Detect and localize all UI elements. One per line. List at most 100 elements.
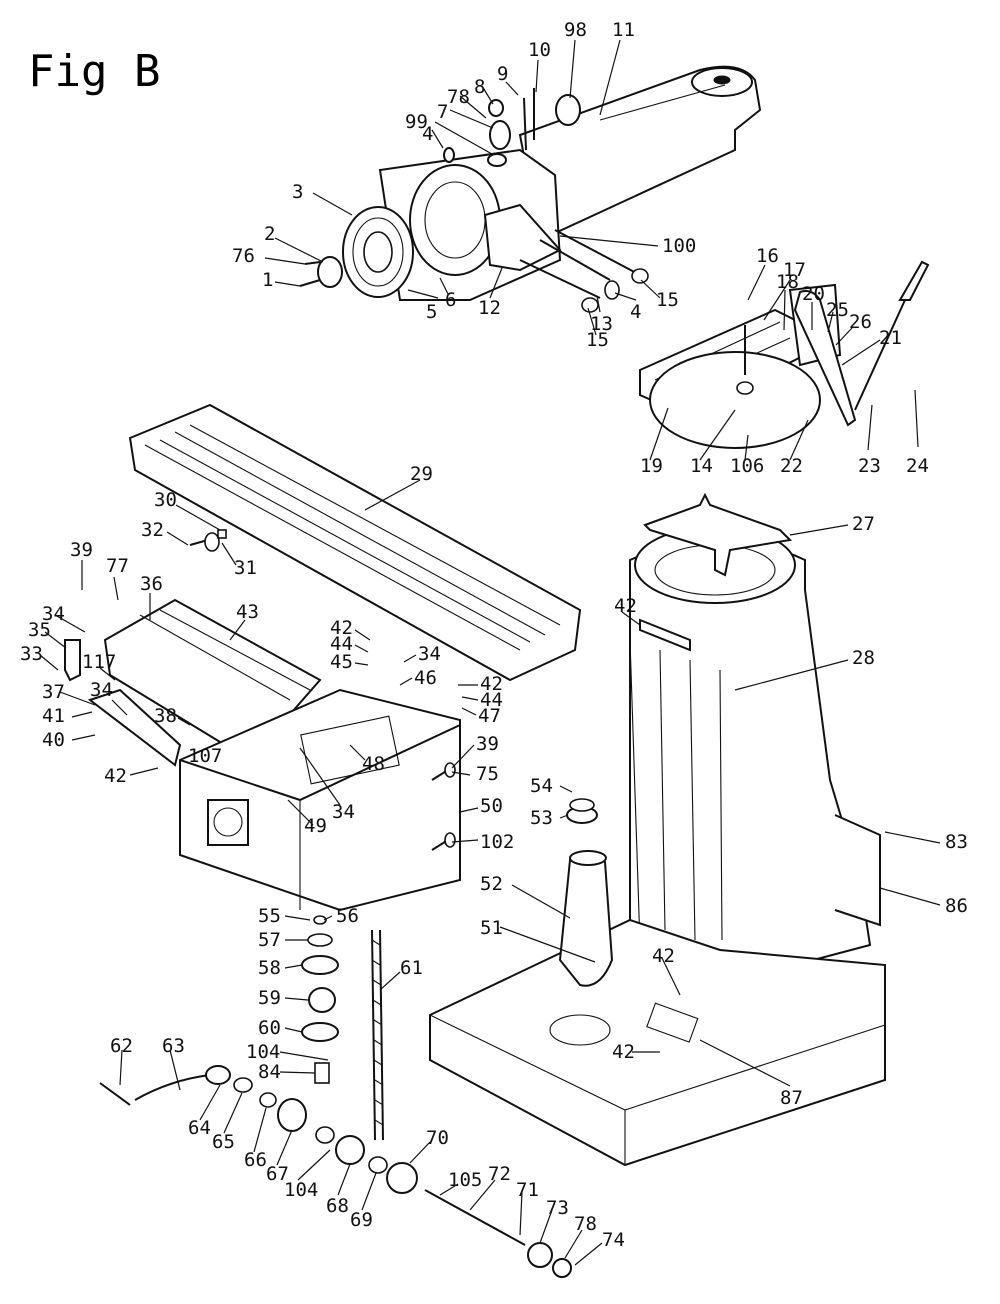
- part-label: 26: [849, 311, 872, 333]
- part-label: 15: [656, 289, 679, 311]
- part-label: 9: [497, 63, 508, 85]
- part-label: 23: [858, 455, 881, 477]
- part-label: 27: [852, 513, 875, 535]
- part-label: 74: [602, 1229, 625, 1251]
- part-label: 16: [756, 245, 779, 267]
- part-label: 42: [480, 673, 503, 695]
- part-label: 106: [730, 455, 764, 477]
- part-label: 15: [586, 329, 609, 351]
- part-label: 8: [474, 76, 485, 98]
- part-label: 75: [476, 763, 499, 785]
- part-label: 22: [780, 455, 803, 477]
- part-label: 40: [42, 729, 65, 751]
- table: [128, 403, 582, 682]
- part-label: 67: [266, 1163, 289, 1185]
- part-label: 19: [640, 455, 663, 477]
- part-label: 48: [362, 753, 385, 775]
- part-label: 42: [612, 1041, 635, 1063]
- part-label: 39: [476, 733, 499, 755]
- part-label: 55: [258, 905, 281, 927]
- part-label: 59: [258, 987, 281, 1009]
- part-label: 35: [28, 619, 51, 641]
- part-label: 30: [154, 489, 177, 511]
- part-label: 71: [516, 1179, 539, 1201]
- elevating-screw-stack: [301, 915, 384, 1141]
- part-label: 73: [546, 1197, 569, 1219]
- part-label: 34: [90, 679, 113, 701]
- part-label: 31: [234, 557, 257, 579]
- part-label: 28: [852, 647, 875, 669]
- part-label: 77: [106, 555, 129, 577]
- part-label: 17: [783, 259, 806, 281]
- part-label: 105: [448, 1169, 482, 1191]
- column: [629, 492, 872, 992]
- part-label: 21: [879, 327, 902, 349]
- part-label: 84: [258, 1061, 281, 1083]
- part-label: 4: [630, 301, 641, 323]
- part-label: 62: [110, 1035, 133, 1057]
- part-label: 78: [574, 1213, 597, 1235]
- part-label: 86: [945, 895, 968, 917]
- part-label: 100: [662, 235, 696, 257]
- part-label: 87: [780, 1087, 803, 1109]
- part-label: 2: [264, 223, 275, 245]
- part-label: 42: [330, 617, 353, 639]
- part-label: 57: [258, 929, 281, 951]
- part-label: 11: [612, 19, 635, 41]
- part-label: 38: [154, 705, 177, 727]
- part-labels: 98 11 10 9 8 78 7 99 4 3 2 76 1 5 6 12 1…: [20, 19, 968, 1251]
- part-label: 63: [162, 1035, 185, 1057]
- part-label: 10: [528, 39, 551, 61]
- part-label: 20: [802, 283, 825, 305]
- part-label: 107: [188, 745, 222, 767]
- part-label: 1: [262, 269, 273, 291]
- part-label: 45: [330, 651, 353, 673]
- part-label: 68: [326, 1195, 349, 1217]
- part-label: 51: [480, 917, 503, 939]
- part-label: 65: [212, 1131, 235, 1153]
- part-label: 104: [246, 1041, 280, 1063]
- part-label: 3: [292, 181, 303, 203]
- part-label: 7: [437, 101, 448, 123]
- part-label: 53: [530, 807, 553, 829]
- part-label: 64: [188, 1117, 211, 1139]
- part-label: 72: [488, 1163, 511, 1185]
- part-label: 34: [332, 801, 355, 823]
- part-label: 52: [480, 873, 503, 895]
- part-label: 78: [447, 86, 470, 108]
- part-label: 34: [42, 603, 65, 625]
- part-label: 70: [426, 1127, 449, 1149]
- part-label: 39: [70, 539, 93, 561]
- part-label: 54: [530, 775, 553, 797]
- part-label: 69: [350, 1209, 373, 1231]
- part-label: 42: [652, 945, 675, 967]
- crank-and-shaft: [99, 1065, 572, 1278]
- part-label: 13: [590, 313, 613, 335]
- swivel-assembly: [639, 260, 930, 449]
- part-label: 117: [82, 651, 116, 673]
- part-label: 46: [414, 667, 437, 689]
- part-label: 47: [478, 705, 501, 727]
- part-label: 42: [614, 595, 637, 617]
- part-label: 83: [945, 831, 968, 853]
- part-label: 44: [330, 633, 353, 655]
- part-label: 66: [244, 1149, 267, 1171]
- part-label: 99: [405, 111, 428, 133]
- part-label: 24: [906, 455, 929, 477]
- part-label: 14: [690, 455, 713, 477]
- part-label: 49: [304, 815, 327, 837]
- part-label: 18: [776, 271, 799, 293]
- part-label: 76: [232, 245, 255, 267]
- part-label: 42: [104, 765, 127, 787]
- part-label: 6: [445, 289, 456, 311]
- part-label: 29: [410, 463, 433, 485]
- head-assembly: [299, 65, 762, 313]
- part-label: 32: [141, 519, 164, 541]
- figure-title: Fig B: [28, 46, 160, 97]
- part-label: 12: [478, 297, 501, 319]
- part-label: 34: [418, 643, 441, 665]
- part-label: 36: [140, 573, 163, 595]
- part-label: 104: [284, 1179, 318, 1201]
- part-label: 33: [20, 643, 43, 665]
